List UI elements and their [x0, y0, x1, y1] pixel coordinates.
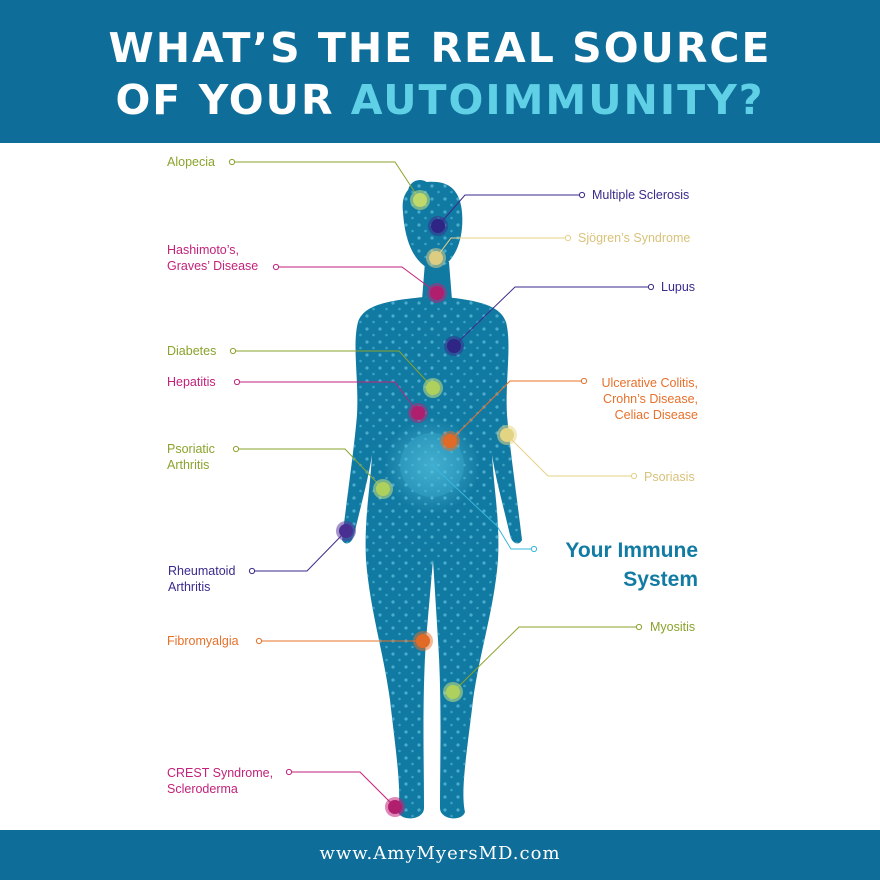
label-ulcerative-line2: Crohn’s Disease,: [603, 392, 698, 406]
label-hashimotos: Hashimoto’s, Graves’ Disease: [167, 242, 258, 274]
label-ulcerative-colitis: Ulcerative Colitis, Crohn’s Disease, Cel…: [580, 375, 698, 423]
endpoint-psoriasis: [630, 472, 638, 480]
footer-banner: www.AmyMyersMD.com: [0, 830, 880, 880]
leader-crest: [289, 771, 396, 808]
marker-diabetes: [423, 378, 443, 398]
label-psoriatic-line2: Arthritis: [167, 458, 210, 472]
marker-alopecia: [410, 190, 430, 210]
leader-psoriatic: [236, 448, 384, 490]
title-prefix: OF YOUR: [115, 76, 351, 124]
leader-diabetes: [233, 350, 434, 389]
endpoint-rheumatoid: [248, 567, 256, 575]
leader-psoriasis: [506, 434, 634, 477]
label-psoriasis: Psoriasis: [644, 470, 695, 484]
label-psoriatic-arthritis: Psoriatic Arthritis: [167, 441, 215, 473]
marker-myositis: [443, 682, 463, 702]
endpoint-diabetes: [229, 347, 237, 355]
endpoint-ulcerative: [580, 377, 588, 385]
endpoint-hepatitis: [233, 378, 241, 386]
marker-multiple-sclerosis: [428, 216, 448, 236]
leader-myositis: [452, 626, 639, 693]
leader-ulcerative: [449, 380, 584, 442]
label-multiple-sclerosis: Multiple Sclerosis: [592, 188, 690, 202]
leader-rheumatoid: [252, 530, 347, 572]
label-hepatitis: Hepatitis: [167, 375, 216, 389]
label-sjogrens: Sjögren’s Syndrome: [578, 231, 691, 245]
title-line-2: OF YOUR AUTOIMMUNITY?: [0, 76, 880, 124]
endpoint-lupus: [647, 283, 655, 291]
endpoint-hashimotos: [272, 263, 280, 271]
marker-lupus: [444, 336, 464, 356]
label-fibromyalgia: Fibromyalgia: [167, 634, 239, 648]
endpoint-alopecia: [228, 158, 236, 166]
label-myositis: Myositis: [650, 620, 696, 634]
endpoint-fibromyalgia: [255, 637, 263, 645]
leader-hashimotos: [276, 266, 438, 294]
marker-crest: [385, 797, 405, 817]
leader-multiple-sclerosis: [437, 194, 582, 227]
marker-ulcerative: [440, 431, 460, 451]
leader-lupus: [453, 286, 651, 347]
label-alopecia: Alopecia: [167, 155, 215, 169]
marker-psoriasis: [497, 425, 517, 445]
marker-hashimotos: [427, 283, 447, 303]
leader-hepatitis: [237, 381, 419, 414]
endpoint-multiple-sclerosis: [578, 191, 586, 199]
label-lupus: Lupus: [661, 280, 696, 294]
label-ulcerative-line3: Celiac Disease: [614, 408, 698, 422]
title-accent: AUTOIMMUNITY?: [350, 76, 765, 124]
endpoint-sjogrens: [564, 234, 572, 242]
endpoint-immune: [530, 545, 538, 553]
endpoint-crest: [285, 768, 293, 776]
label-crest-line2: Scleroderma: [167, 782, 238, 796]
marker-sjogrens: [426, 248, 446, 268]
label-diabetes: Diabetes: [167, 344, 217, 358]
label-ulcerative-line1: Ulcerative Colitis,: [601, 376, 698, 390]
condition-markers: [336, 190, 517, 817]
endpoint-myositis: [635, 623, 643, 631]
leader-lines: [232, 161, 651, 808]
marker-fibromyalgia: [413, 631, 433, 651]
label-rheumatoid-arthritis: Rheumatoid Arthritis: [168, 563, 235, 595]
marker-hepatitis: [408, 403, 428, 423]
website-url: www.AmyMyersMD.com: [319, 843, 561, 864]
leader-end-circles: [228, 158, 655, 776]
label-crest-line1: CREST Syndrome,: [167, 766, 274, 780]
marker-rheumatoid: [336, 521, 356, 541]
label-hashimotos-line2: Graves’ Disease: [167, 259, 259, 273]
marker-psoriatic: [373, 479, 393, 499]
label-rheumatoid-line2: Arthritis: [168, 580, 211, 594]
leader-alopecia: [232, 161, 421, 201]
immune-system-label: Your Immune System: [520, 536, 698, 594]
endpoint-psoriatic: [232, 445, 240, 453]
immune-line2: System: [623, 568, 698, 591]
label-rheumatoid-line1: Rheumatoid: [168, 564, 236, 578]
label-crest: CREST Syndrome, Scleroderma: [167, 765, 273, 797]
label-hashimotos-line1: Hashimoto’s,: [167, 243, 240, 257]
leader-immune: [431, 464, 534, 550]
title-line-1: WHAT’S THE REAL SOURCE: [108, 24, 772, 72]
label-psoriatic-line1: Psoriatic: [167, 442, 215, 456]
immune-line1: Your Immune: [565, 539, 698, 562]
title-banner: WHAT’S THE REAL SOURCE OF YOUR AUTOIMMUN…: [0, 0, 880, 143]
